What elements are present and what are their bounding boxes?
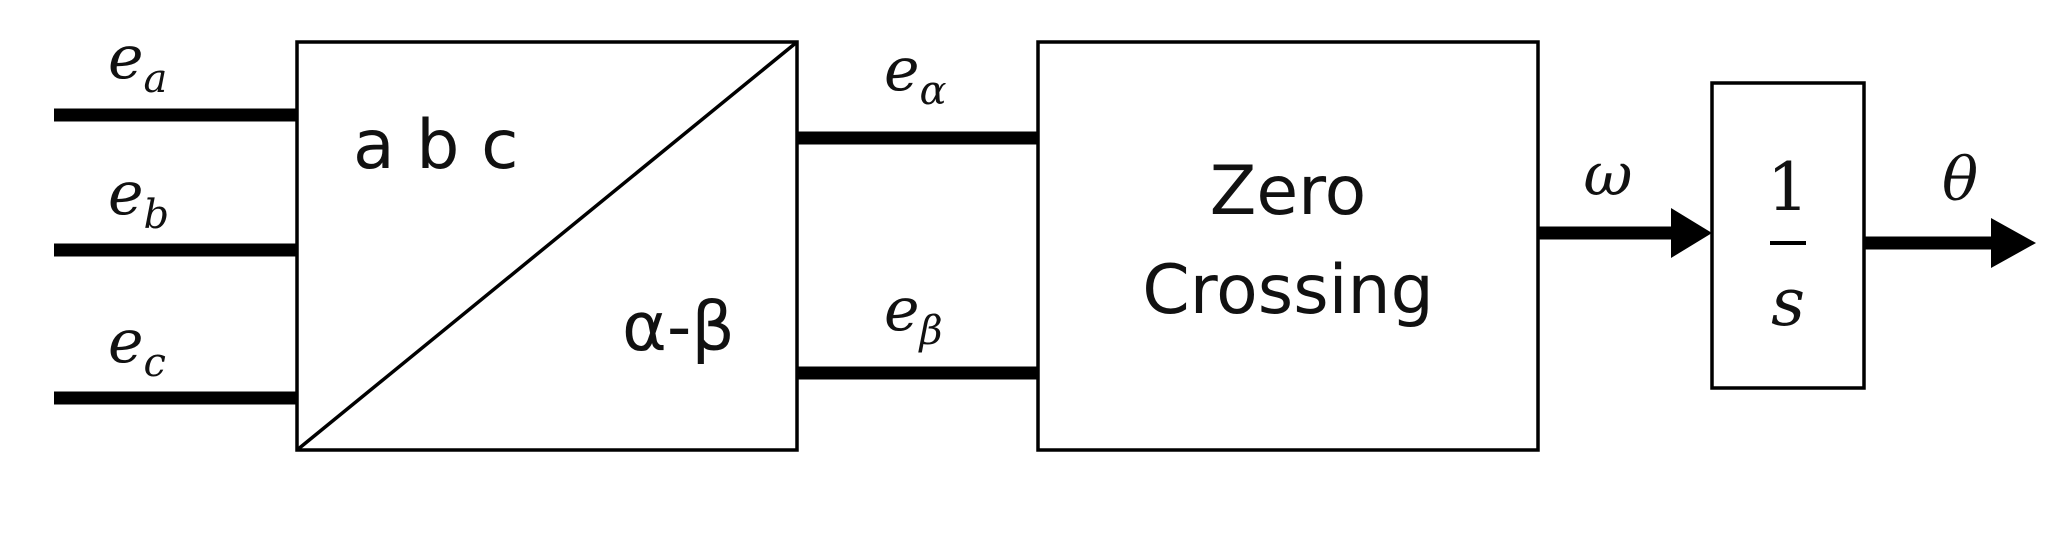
- beta-label: eβ: [884, 275, 943, 354]
- omega-arrowhead: [1671, 208, 1712, 258]
- zero-crossing-block: Zero Crossing: [1036, 40, 1540, 452]
- input-label-b: eb: [108, 159, 169, 238]
- transform-bottom-label: α-β: [622, 288, 735, 367]
- integrator-frame: [1710, 81, 1866, 390]
- zero-crossing-line2: Crossing: [1142, 251, 1434, 330]
- alpha-label: eα: [884, 35, 947, 114]
- abc-to-alpha-beta-block: a b c α-β: [295, 40, 799, 452]
- transform-top-label: a b c: [353, 106, 518, 185]
- integrator-numerator: 1: [1767, 149, 1809, 226]
- zero-crossing-frame: [1036, 40, 1540, 452]
- integrator-denominator: s: [1771, 264, 1805, 341]
- input-label-a: ea: [108, 23, 167, 102]
- theta-label: θ: [1942, 145, 1978, 215]
- omega-label: ω: [1584, 140, 1633, 210]
- integrator-block: 1 s: [1710, 81, 1866, 390]
- zero-crossing-line1: Zero: [1210, 152, 1367, 231]
- input-label-c: ec: [108, 307, 166, 386]
- theta-arrowhead: [1991, 218, 2036, 268]
- transform-block-diagonal: [295, 40, 799, 452]
